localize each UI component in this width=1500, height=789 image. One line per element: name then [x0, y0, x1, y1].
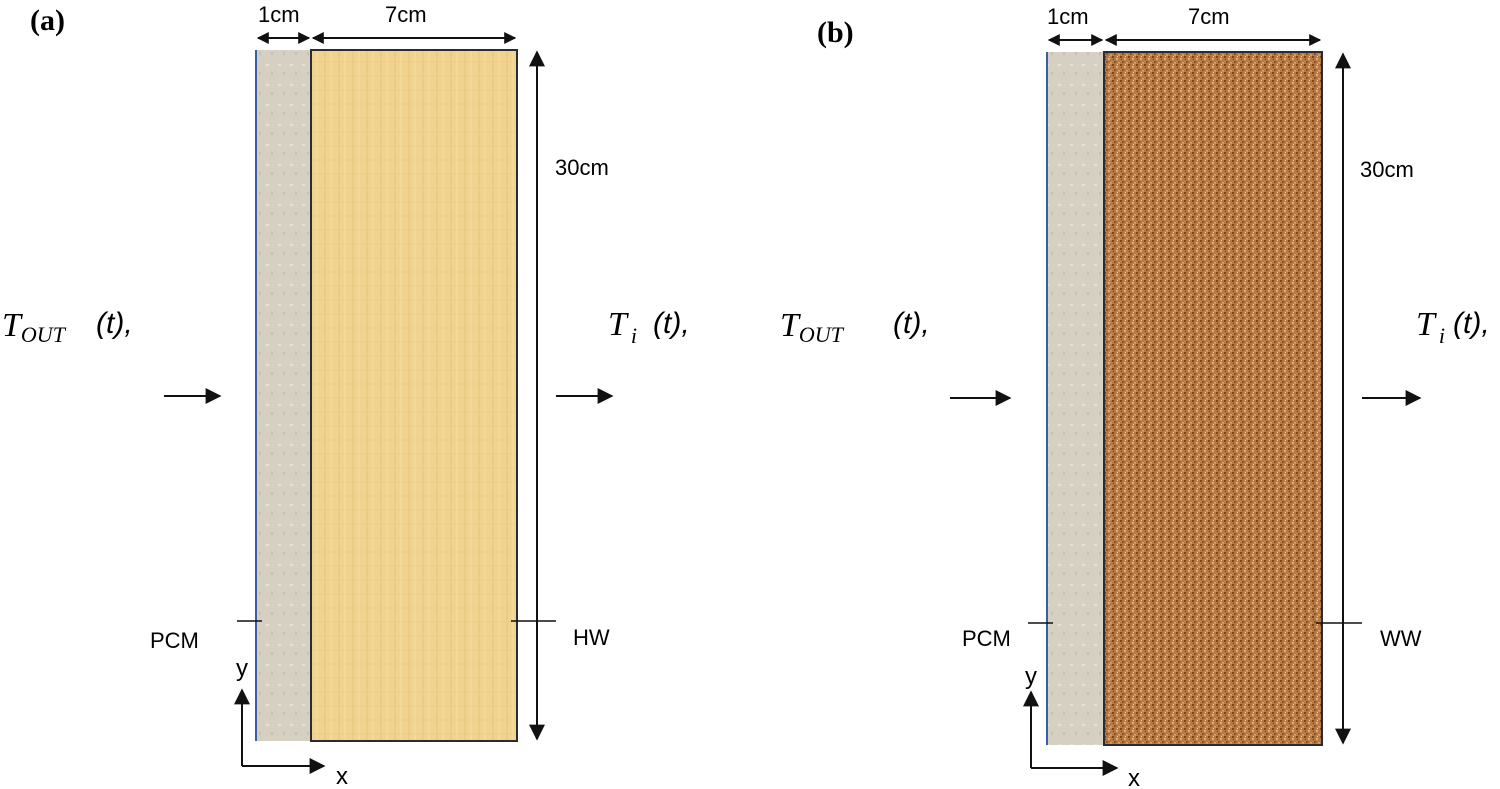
ww-layer	[1103, 51, 1323, 746]
panel-label: (a)	[30, 4, 65, 37]
axis-y-label: y	[236, 655, 248, 682]
t-out-time: (t),	[96, 307, 133, 340]
t-in-time: (t),	[1453, 307, 1490, 340]
t-out-label: TOUT	[2, 307, 67, 347]
dim-label-pcm: 1cm	[258, 2, 300, 27]
pcm-layer	[256, 50, 311, 741]
pcm-label: PCM	[150, 628, 199, 653]
pcm-label: PCM	[962, 626, 1011, 651]
dim-label-height: 30cm	[1360, 157, 1414, 182]
axis-x-label: x	[336, 763, 348, 789]
axis-y-label: y	[1025, 663, 1037, 690]
panel-label: (b)	[817, 16, 854, 49]
dim-label-layer: 7cm	[385, 2, 427, 27]
t-out-label: TOUT	[780, 307, 845, 347]
axis-x-label: x	[1128, 765, 1140, 789]
layer-label: WW	[1380, 626, 1422, 651]
pcm-layer	[1047, 52, 1104, 745]
hw-layer	[310, 49, 518, 742]
t-out-time: (t),	[893, 307, 930, 340]
t-in-time: (t),	[653, 307, 690, 340]
dim-label-height: 30cm	[555, 155, 609, 180]
dim-label-pcm: 1cm	[1047, 4, 1089, 29]
layer-label: HW	[573, 625, 610, 650]
dim-label-layer: 7cm	[1188, 4, 1230, 29]
